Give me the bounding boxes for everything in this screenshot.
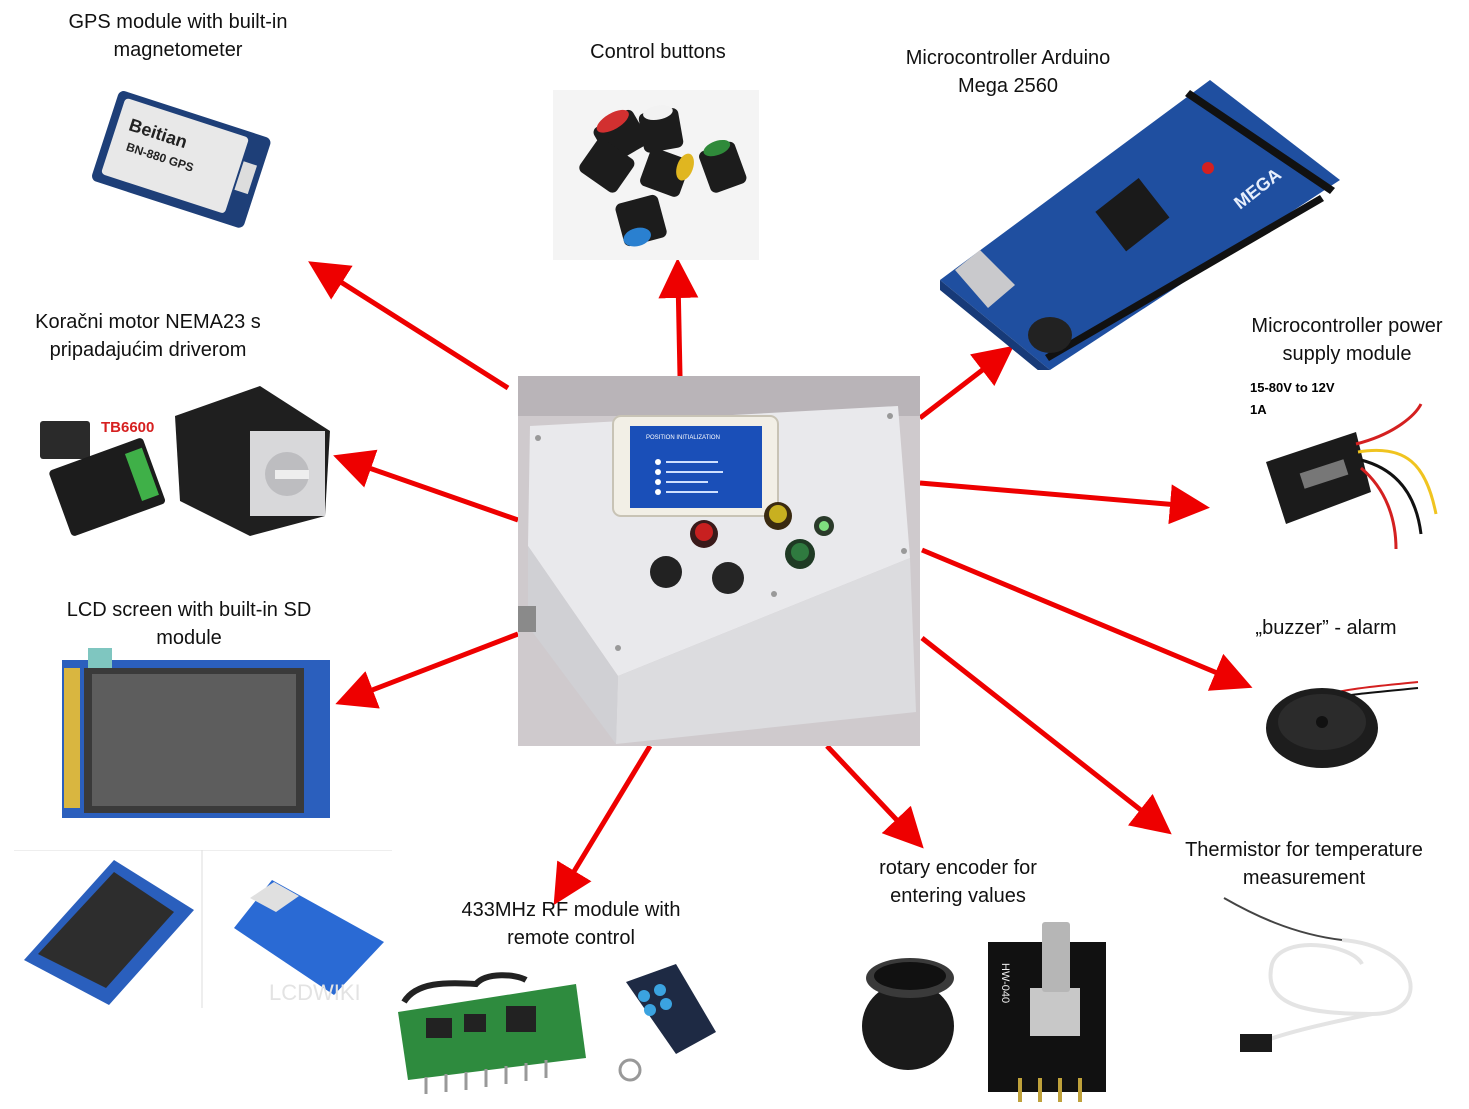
arrow-to-thermistor xyxy=(920,636,1172,835)
arduino-mega-image: MEGA xyxy=(940,70,1340,380)
lcd-screen-title: POSITION INITIALIZATION xyxy=(646,435,720,441)
buzzer-image xyxy=(1250,656,1430,772)
arrow-to-stepper xyxy=(333,449,519,523)
watermark-text: LCDWIKI xyxy=(269,980,361,1005)
stepper-motor-image: TB6600 xyxy=(35,376,330,541)
label-stepper: Koračni motor NEMA23 s pripadajućim driv… xyxy=(35,311,261,361)
lcd-module-image xyxy=(62,648,330,818)
arrow-to-buzzer xyxy=(921,547,1253,691)
arrow-to-arduino xyxy=(918,345,1014,420)
thermistor-image xyxy=(1222,894,1442,1064)
power-supply-image: 15-80V to 12V 1A xyxy=(1246,374,1446,554)
label-rf: 433MHz RF module with remote control xyxy=(461,899,681,949)
arrow-to-buttons xyxy=(658,258,699,377)
lcd-photos-image: LCDWIKI xyxy=(14,849,392,1008)
label-power: Microcontroller power supply module xyxy=(1251,315,1443,365)
arrow-to-encoder xyxy=(825,744,924,849)
arrow-to-lcd xyxy=(335,631,519,709)
driver-model-text: TB6600 xyxy=(101,419,154,436)
arrow-to-gps xyxy=(308,261,510,391)
power-spec-line2: 1A xyxy=(1250,402,1267,417)
control-box-illustration: POSITION INITIALIZATION xyxy=(518,376,920,746)
label-gps: GPS module with built-in magnetometer xyxy=(68,11,288,61)
label-buttons: Control buttons xyxy=(590,41,726,63)
label-lcd: LCD screen with built-in SD module xyxy=(66,599,312,649)
label-arduino: Microcontroller Arduino Mega 2560 xyxy=(905,47,1111,97)
rotary-encoder-image: HW-040 xyxy=(860,918,1110,1102)
control-box-photo: POSITION INITIALIZATION xyxy=(518,376,920,746)
arrow-to-power xyxy=(919,480,1210,525)
encoder-model-text: HW-040 xyxy=(999,963,1011,1003)
label-thermistor: Thermistor for temperature measurement xyxy=(1185,839,1423,889)
rf-module-image xyxy=(386,962,726,1098)
gps-module-image: Beitian BN-880 GPS xyxy=(92,82,272,232)
power-spec-line1: 15-80V to 12V xyxy=(1250,380,1335,395)
control-buttons-image xyxy=(553,90,759,260)
arrow-to-rf xyxy=(553,744,653,906)
label-encoder: rotary encoder for entering values xyxy=(879,857,1037,907)
label-buzzer: „buzzer” - alarm xyxy=(1255,617,1397,639)
